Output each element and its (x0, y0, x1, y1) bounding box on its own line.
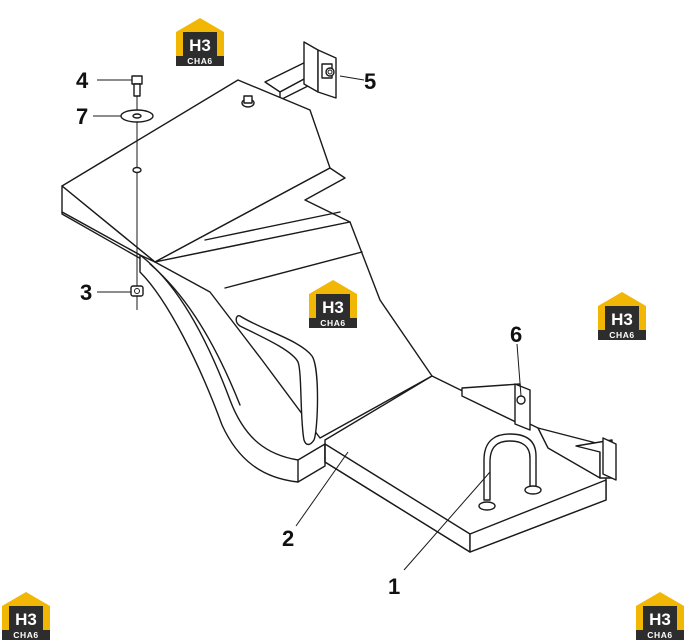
logo-letters: H3 (611, 310, 633, 329)
logo-sub-bar (176, 56, 224, 66)
logo-sub-text: CHA6 (609, 330, 635, 340)
label-4: 4 (76, 68, 89, 93)
logo-sub-bar (636, 630, 684, 640)
fender-body (61, 79, 607, 553)
side-grab-handle (235, 315, 319, 446)
label-2: 2 (282, 526, 294, 551)
label-7: 7 (76, 104, 88, 129)
logo-inner-panel (643, 606, 677, 630)
front-bracket (461, 383, 617, 481)
logo-sub-bar (309, 318, 357, 328)
rear-mounting-bracket (264, 41, 337, 101)
label-3: 3 (80, 280, 92, 305)
logo-inner-panel (9, 606, 43, 630)
logo-letters: H3 (322, 298, 344, 317)
logo-letters: H3 (649, 610, 671, 629)
label-6: 6 (510, 322, 522, 347)
logo-sub-bar (2, 630, 50, 640)
logo-letters: H3 (189, 36, 211, 55)
label-1: 1 (388, 574, 400, 599)
fastener-stack (120, 75, 255, 310)
step-handle (478, 433, 542, 511)
logo-sub-text: CHA6 (13, 630, 39, 640)
logo-sub-text: CHA6 (320, 318, 346, 328)
logo-letters: H3 (15, 610, 37, 629)
callout-labels: 4 7 3 5 6 2 1 (76, 68, 522, 599)
logo-inner-panel (183, 32, 217, 56)
label-5: 5 (364, 69, 376, 94)
logo-sub-text: CHA6 (647, 630, 673, 640)
logo-inner-panel (605, 306, 639, 330)
leader-lines (93, 75, 522, 571)
logo-sub-text: CHA6 (187, 56, 213, 66)
logo-inner-panel (316, 294, 350, 318)
logo-sub-bar (598, 330, 646, 340)
